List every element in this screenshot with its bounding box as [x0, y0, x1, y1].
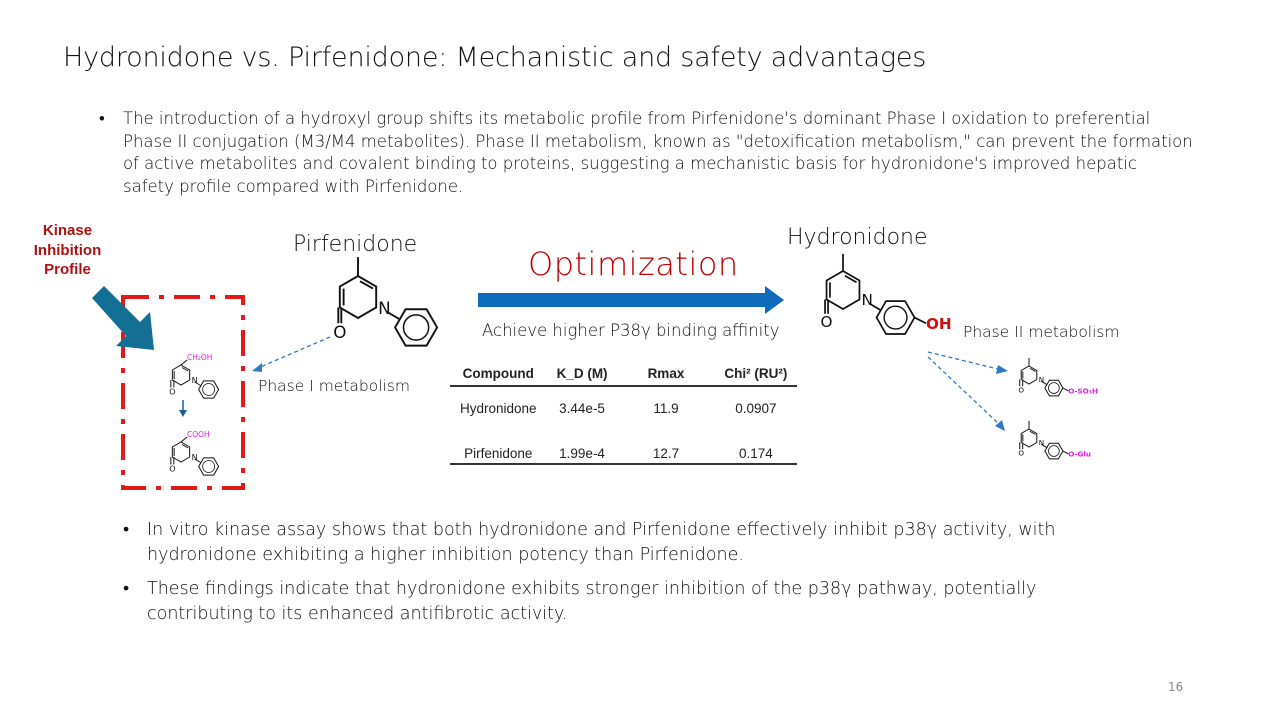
cell: 0.174 [714, 429, 798, 465]
cell: 1.99e-4 [546, 429, 618, 465]
oxygen-label: O [1018, 386, 1024, 395]
oxygen-label: O [333, 322, 346, 342]
bullet-text: In vitro kinase assay shows that both hy… [147, 520, 1056, 565]
bullet-text: The introduction of a hydroxyl group shi… [123, 109, 1193, 196]
bullet-dot: • [123, 520, 130, 540]
nitrogen-label: N [1039, 438, 1044, 447]
cell: Pirfenidone [450, 429, 547, 465]
table-row: Hydronidone 3.44e-5 11.9 0.0907 [450, 386, 797, 429]
nitrogen-label: N [192, 453, 198, 462]
phase2-arrowhead-1 [996, 365, 1008, 374]
bullet-bottom-1: • In vitro kinase assay shows that both h… [123, 518, 1127, 568]
oxygen-label: O [1018, 449, 1024, 458]
substituent-label: CH₂OH [187, 353, 212, 362]
phase2-label: Phase II metabolism [963, 323, 1120, 341]
affinity-label: Achieve higher P38γ binding affinity [482, 321, 780, 340]
nitrogen-label: N [1039, 375, 1044, 384]
substituent-label: O-SO₃H [1068, 386, 1098, 395]
nitrogen-label: N [192, 376, 198, 385]
nitrogen-label: N [378, 298, 391, 318]
nitrogen-label: N [861, 291, 872, 309]
phase1-metabolite-ch2oh: CH₂OH O N [169, 353, 220, 399]
metabolite-arrowhead [179, 410, 187, 417]
hydronidone-label: Hydronidone [787, 225, 928, 250]
bullet-dot: • [123, 579, 130, 599]
optimization-arrow [478, 286, 784, 314]
slide-title: Hydronidone vs. Pirfenidone: Mechanistic… [63, 42, 927, 73]
cell: 0.0907 [735, 400, 777, 416]
col-chi2: Chi² (RU²) [714, 360, 798, 387]
phenyl-ring [198, 380, 220, 399]
phase1-dashed-box [121, 295, 245, 490]
hydronidone-structure: O N OH [821, 253, 952, 335]
kinase-inhibition-label: Kinase Inhibition Profile [33, 222, 102, 278]
pirfenidone-structure: ON [333, 257, 439, 347]
phase2-arrow-2 [927, 356, 1001, 426]
kinase-pointer-arrow [92, 286, 154, 350]
cell: Hydronidone [460, 400, 537, 416]
binding-table: Compound K_D (M) Rmax Chi² (RU²) Hydroni… [450, 360, 798, 465]
pyridone-ring [171, 364, 191, 386]
phase2-arrowhead-2 [995, 420, 1005, 431]
oxygen-label: O [169, 465, 175, 474]
substituent-label: COOH [187, 430, 210, 439]
phase2-metabolite-glucuronide: O N O-Glu [1018, 420, 1091, 460]
substituent-label: OH [926, 315, 952, 333]
page-number: 16 [1168, 680, 1184, 694]
bullet-top: • The introduction of a hydroxyl group sh… [99, 108, 1193, 198]
cell: 3.44e-5 [559, 400, 605, 416]
pyridone-ring [1020, 428, 1038, 448]
pyridone-ring [1020, 365, 1038, 385]
phase1-metabolite-cooh: COOH O N [169, 430, 220, 476]
phenyl-ring [393, 308, 439, 347]
pyridone-ring [171, 441, 191, 463]
phase2-arrow-1 [927, 351, 1003, 371]
phase2-metabolite-sulfate: O N O-SO₃H [1018, 357, 1098, 397]
phase1-label: Phase I metabolism [258, 377, 411, 395]
pirfenidone-label: Pirfenidone [293, 232, 418, 257]
oxygen-label: O [821, 313, 833, 331]
bullet-text: These findings indicate that hydronidone… [147, 579, 1037, 624]
cell: 11.9 [653, 400, 679, 416]
col-compound: Compound [450, 360, 547, 387]
optimization-label: Optimization [528, 245, 739, 283]
col-rmax: Rmax [617, 360, 715, 387]
pyridone-ring [825, 270, 861, 310]
bullet-bottom-2: • These findings indicate that hydronidon… [123, 577, 1127, 627]
col-kd: K_D (M) [546, 360, 618, 387]
cell: 12.7 [617, 429, 715, 465]
oxygen-label: O [169, 388, 175, 397]
phase1-arrowhead [252, 363, 262, 372]
phenyl-ring [198, 457, 220, 476]
phase1-arrow [257, 336, 331, 369]
bullet-dot: • [99, 109, 105, 128]
pyridone-ring [338, 274, 378, 320]
substituent-label: O-Glu [1068, 449, 1091, 458]
